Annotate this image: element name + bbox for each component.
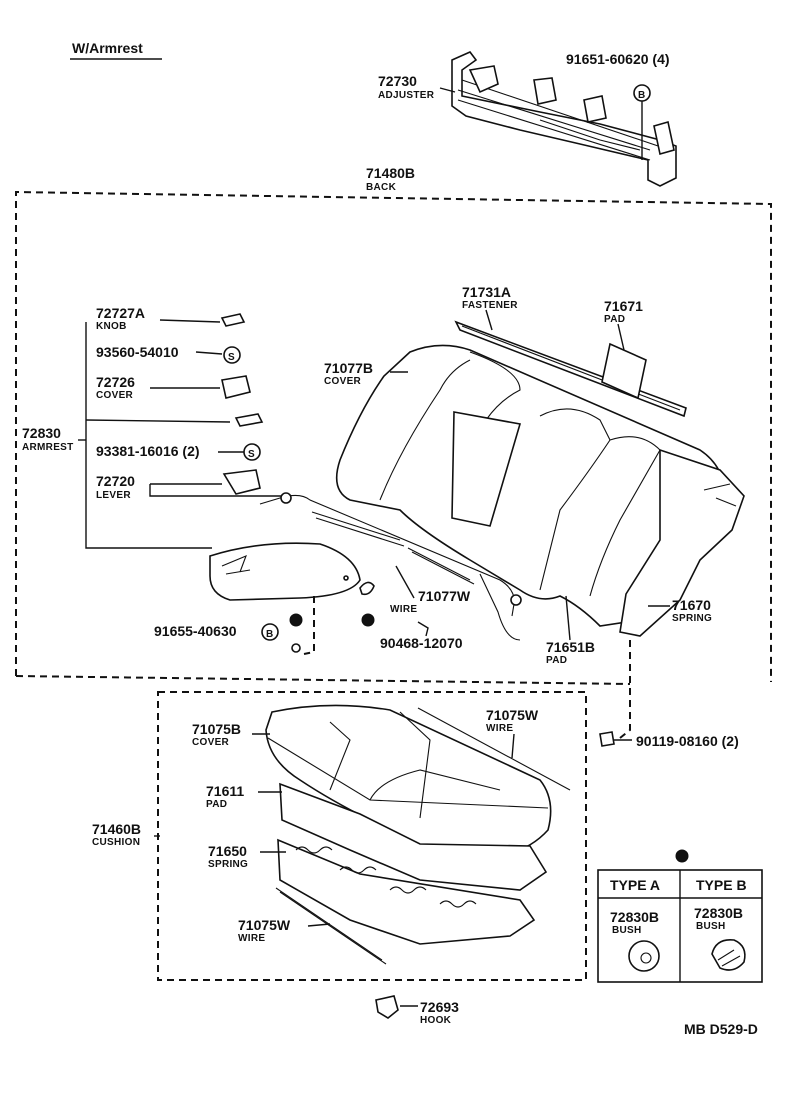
lever-drawing (222, 469, 261, 495)
armrest-drawing (209, 542, 375, 627)
back-top-pad-part-name: PAD (604, 314, 625, 325)
screw-2-symbol: S (248, 449, 255, 460)
back-spring-part-name: SPRING (672, 613, 712, 624)
back-wire-leader (395, 565, 415, 599)
armrest-bolt-drawing (291, 643, 301, 653)
type-b-header: TYPE B (696, 877, 747, 893)
fastener-part-number: 71731A (462, 284, 511, 300)
cushion-cover-part-name: COVER (192, 737, 230, 748)
screw-s-icon (223, 346, 241, 364)
screw-1-leader (195, 351, 223, 355)
back-part-number: 71480B (366, 165, 415, 181)
back-bolt-dashed-leader (619, 640, 631, 739)
screw-s-icon (243, 443, 261, 461)
armrest-part-number: 72830 (22, 425, 61, 441)
bush-type-a-drawing (628, 940, 660, 972)
hook-drawing (375, 995, 399, 1019)
cushion-cover-part-number: 71075B (192, 721, 241, 737)
cable-end-drawing (280, 492, 292, 504)
back-pad-leader (565, 595, 571, 641)
cushion-bottom-wire-leader (307, 923, 331, 927)
screw-1-symbol: S (228, 352, 235, 363)
hook-part-name: HOOK (420, 1015, 452, 1026)
cushion-pad-part-name: PAD (206, 799, 227, 810)
knob-part-number: 72727A (96, 305, 145, 321)
back-cover-part-name: COVER (324, 376, 362, 387)
knob-leader (159, 319, 221, 323)
type-a-part-name: BUSH (612, 925, 642, 936)
lever-part-name: LEVER (96, 490, 131, 501)
type-a-part-number: 72830B (610, 909, 659, 925)
back-spring-part-number: 71670 (672, 597, 711, 613)
cushion-spring-part-name: SPRING (208, 859, 248, 870)
screw-1-part-number: 93560-54010 (96, 344, 179, 360)
back-bolt-drawing (599, 731, 615, 747)
armrest-cover-drawing (221, 375, 251, 399)
back-top-pad-part-number: 71671 (604, 298, 643, 314)
armrest-bolt-marker (289, 613, 303, 627)
type-b-part-number: 72830B (694, 905, 743, 921)
hook-part-number: 72693 (420, 999, 459, 1015)
clip-leader (417, 621, 429, 637)
bolt-b-icon (261, 623, 279, 641)
fastener-part-name: FASTENER (462, 300, 518, 311)
cushion-top-wire-part-name: WIRE (486, 723, 513, 734)
cushion-spring-drawing (277, 838, 536, 945)
back-wire-part-number: 71077W (418, 588, 471, 604)
back-part-name: BACK (366, 182, 397, 193)
adjuster-part-name: ADJUSTER (378, 90, 435, 101)
cushion-part-name: CUSHION (92, 837, 140, 848)
screw-2-part-number: 93381-16016 (2) (96, 443, 200, 459)
adjuster-drawing (451, 51, 677, 187)
knob-part-name: KNOB (96, 321, 127, 332)
back-top-pad-leader (617, 323, 625, 351)
back-cover-part-number: 71077B (324, 360, 373, 376)
back-pad-part-number: 71651B (546, 639, 595, 655)
cable-end-drawing (510, 594, 522, 606)
diagram-code: MB D529-D (684, 1021, 758, 1037)
cushion-top-wire-drawing (417, 707, 571, 791)
back-wire-part-name: WIRE (390, 604, 417, 615)
lever-leader (149, 483, 290, 497)
armrest-cover-part-name: COVER (96, 390, 134, 401)
adjuster-bolt-symbol: B (638, 90, 646, 101)
bush-table-marker (675, 849, 689, 863)
cushion-bottom-wire-part-number: 71075W (238, 917, 291, 933)
back-wire-drawing (311, 511, 521, 641)
cushion-top-wire-leader (511, 733, 515, 759)
cushion-part-number: 71460B (92, 821, 141, 837)
back-bolt-part-number: 90119-08160 (2) (636, 733, 739, 749)
back-assembly-boundary-bottom (15, 675, 631, 685)
knob-drawing (220, 313, 246, 327)
back-top-pad-drawing (601, 342, 647, 400)
armrest-bolt-dashed-leader (303, 596, 315, 655)
cushion-pad-part-number: 71611 (206, 783, 244, 799)
clip-part-number: 90468-12070 (380, 635, 463, 651)
armrest-plate-drawing (234, 413, 264, 427)
adjuster-leader (439, 87, 456, 93)
cushion-bottom-wire-part-name: WIRE (238, 933, 265, 944)
fastener-leader (485, 309, 493, 331)
type-a-header: TYPE A (610, 877, 660, 893)
cushion-bottom-wire-drawing-2 (279, 891, 387, 965)
back-assembly-boundary (15, 190, 772, 682)
armrest-bracket (85, 322, 212, 549)
type-b-part-name: BUSH (696, 921, 726, 932)
variant-heading: W/Armrest (72, 40, 143, 56)
armrest-bolt-part-number: 91655-40630 (154, 623, 237, 639)
armrest-part-name: ARMREST (22, 442, 74, 453)
back-pad-part-name: PAD (546, 655, 567, 666)
armrest-plate-leader (85, 419, 231, 423)
lever-part-number: 72720 (96, 473, 135, 489)
back-cover-drawing (335, 344, 745, 637)
cushion-top-wire-part-number: 71075W (486, 707, 539, 723)
bush-type-b-drawing (711, 938, 746, 971)
cushion-spring-part-number: 71650 (208, 843, 247, 859)
armrest-bolt-symbol: B (266, 629, 274, 640)
adjuster-part-number: 72730 (378, 73, 417, 89)
cushion-pad-drawing (279, 782, 548, 891)
armrest-cover-part-number: 72726 (96, 374, 135, 390)
adjuster-bolt-part-number: 91651-60620 (4) (566, 51, 670, 67)
